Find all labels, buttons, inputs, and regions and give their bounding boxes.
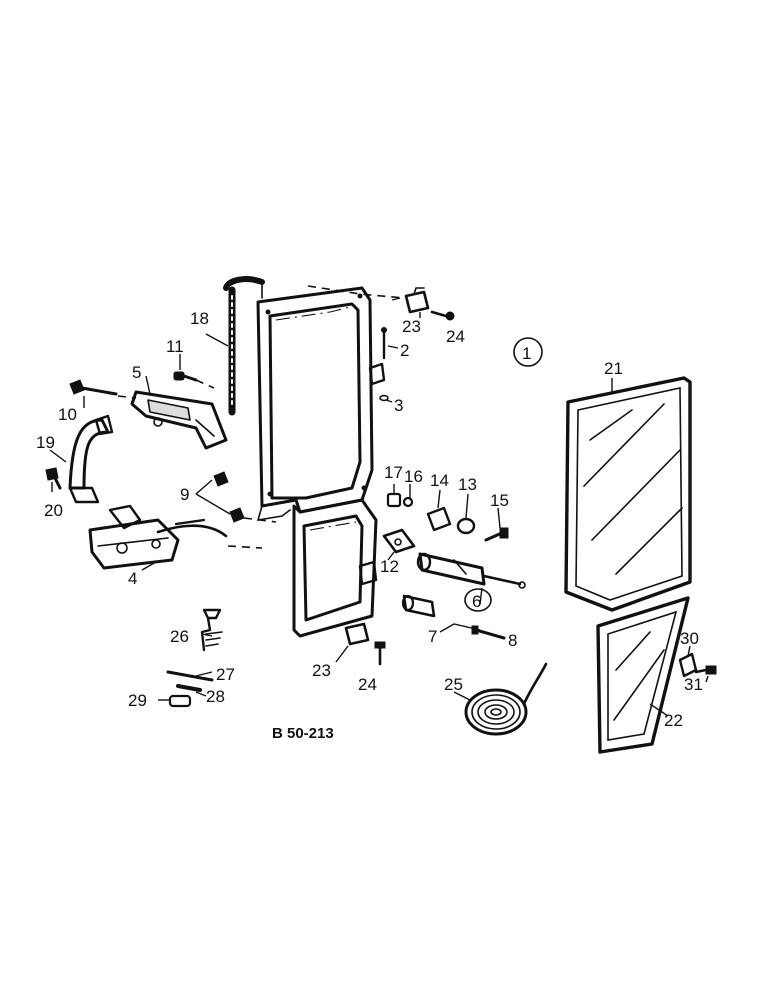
callout-2: 2 — [400, 341, 409, 360]
callout-30: 30 — [680, 629, 699, 648]
callout-23-upper: 23 — [402, 317, 421, 336]
callout-6: 6 — [472, 592, 481, 611]
assembly-line-bolt-11 — [195, 379, 215, 389]
seal-strip — [223, 276, 265, 416]
callout-5: 5 — [132, 363, 141, 382]
assembly-ref-label: 1 — [522, 344, 531, 363]
bolt-8 — [471, 625, 506, 640]
washer-3 — [379, 394, 389, 402]
clip-23-lower — [344, 622, 370, 646]
callout-19: 19 — [36, 433, 55, 452]
bolt-9-lower — [229, 507, 245, 523]
assembly-line-top — [307, 285, 405, 299]
hinge-clip-lower — [358, 560, 378, 586]
callout-22: 22 — [664, 711, 683, 730]
callout-18: 18 — [190, 309, 209, 328]
callout-23-lower: 23 — [312, 661, 331, 680]
callout-24-upper: 24 — [446, 327, 465, 346]
callout-11: 11 — [166, 337, 184, 356]
callout-29: 29 — [128, 691, 147, 710]
bolt-24-upper — [430, 310, 455, 321]
callout-27: 27 — [216, 665, 235, 684]
assembly-line-bolt-10 — [117, 395, 137, 399]
glass-panel-lower — [596, 596, 690, 754]
latch-mechanism — [88, 504, 228, 570]
callout-4: 4 — [128, 569, 137, 588]
pin-2 — [381, 327, 387, 360]
assembly-line-latch — [243, 517, 277, 523]
callout-28: 28 — [206, 687, 225, 706]
callout-13: 13 — [458, 475, 477, 494]
striker-bolt-26 — [200, 608, 223, 652]
callout-16: 16 — [404, 467, 423, 486]
callout-17: 17 — [384, 463, 403, 482]
screw-20 — [45, 467, 62, 490]
callout-8: 8 — [508, 631, 517, 650]
door-frame — [256, 286, 378, 638]
bolt-24-lower — [374, 641, 386, 666]
callout-15: 15 — [490, 491, 509, 510]
assembly-line-latch-lower — [227, 545, 263, 549]
callout-9: 9 — [180, 485, 189, 504]
callout-10: 10 — [58, 405, 77, 424]
screw-31 — [694, 665, 717, 675]
glass-clip-30 — [678, 652, 698, 678]
hinge-clip-upper — [368, 362, 386, 386]
nut-13 — [456, 517, 476, 535]
pin-27 — [166, 670, 214, 682]
pin-28 — [176, 684, 202, 692]
callout-14: 14 — [430, 471, 449, 490]
callout-7: 7 — [428, 627, 437, 646]
figure-code: B 50-213 — [272, 725, 334, 742]
sleeve-29 — [168, 694, 192, 708]
assembly-ref-circle — [513, 337, 543, 367]
bolt-9-upper — [213, 471, 229, 487]
bolt-10 — [69, 379, 118, 396]
bushing-17 — [386, 492, 402, 508]
callout-3: 3 — [394, 396, 403, 415]
callout-20: 20 — [44, 501, 63, 520]
hinge-pin-assembly — [416, 552, 526, 589]
hinge-pin-7 — [401, 594, 436, 618]
seal-roll — [464, 662, 548, 736]
bolt-11 — [173, 371, 198, 382]
plate-14 — [426, 506, 452, 532]
leader-lines — [49, 297, 709, 717]
callout-6-ring — [464, 588, 492, 612]
clip-23-upper — [404, 287, 430, 314]
handle — [68, 414, 114, 504]
callout-24-lower: 24 — [358, 675, 377, 694]
bolt-15 — [484, 527, 509, 542]
glass-panel-upper — [564, 376, 692, 612]
lock-bracket — [130, 390, 228, 450]
callout-26: 26 — [170, 627, 189, 646]
callout-31: 31 — [684, 675, 703, 694]
washer-16 — [402, 496, 414, 508]
callout-21: 21 — [604, 359, 623, 378]
callout-25: 25 — [444, 675, 463, 694]
callout-12: 12 — [380, 557, 399, 576]
hinge-block-12 — [382, 528, 416, 554]
